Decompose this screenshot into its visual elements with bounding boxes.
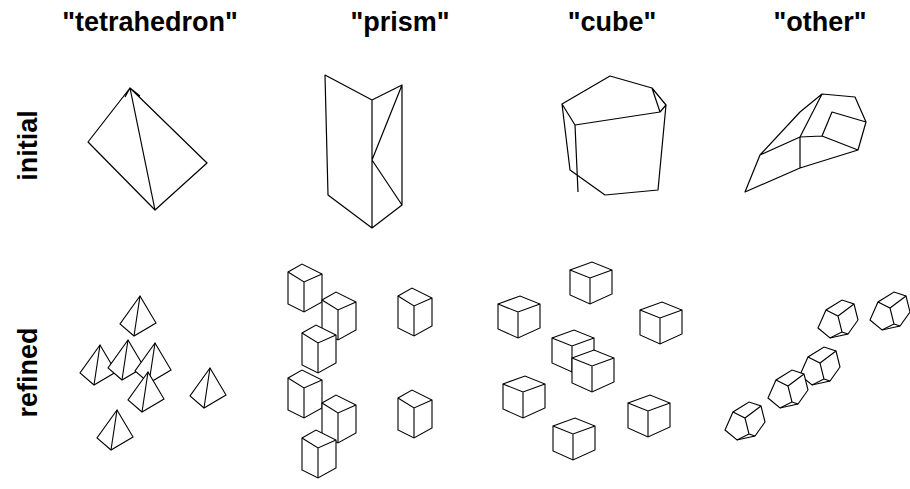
row-label: refined bbox=[15, 327, 42, 417]
column-header: "prism" bbox=[350, 9, 449, 36]
column-header: "tetrahedron" bbox=[62, 9, 238, 36]
row-label: initial bbox=[15, 110, 42, 181]
column-header: "other" bbox=[773, 9, 866, 36]
column-header: "cube" bbox=[568, 9, 657, 36]
